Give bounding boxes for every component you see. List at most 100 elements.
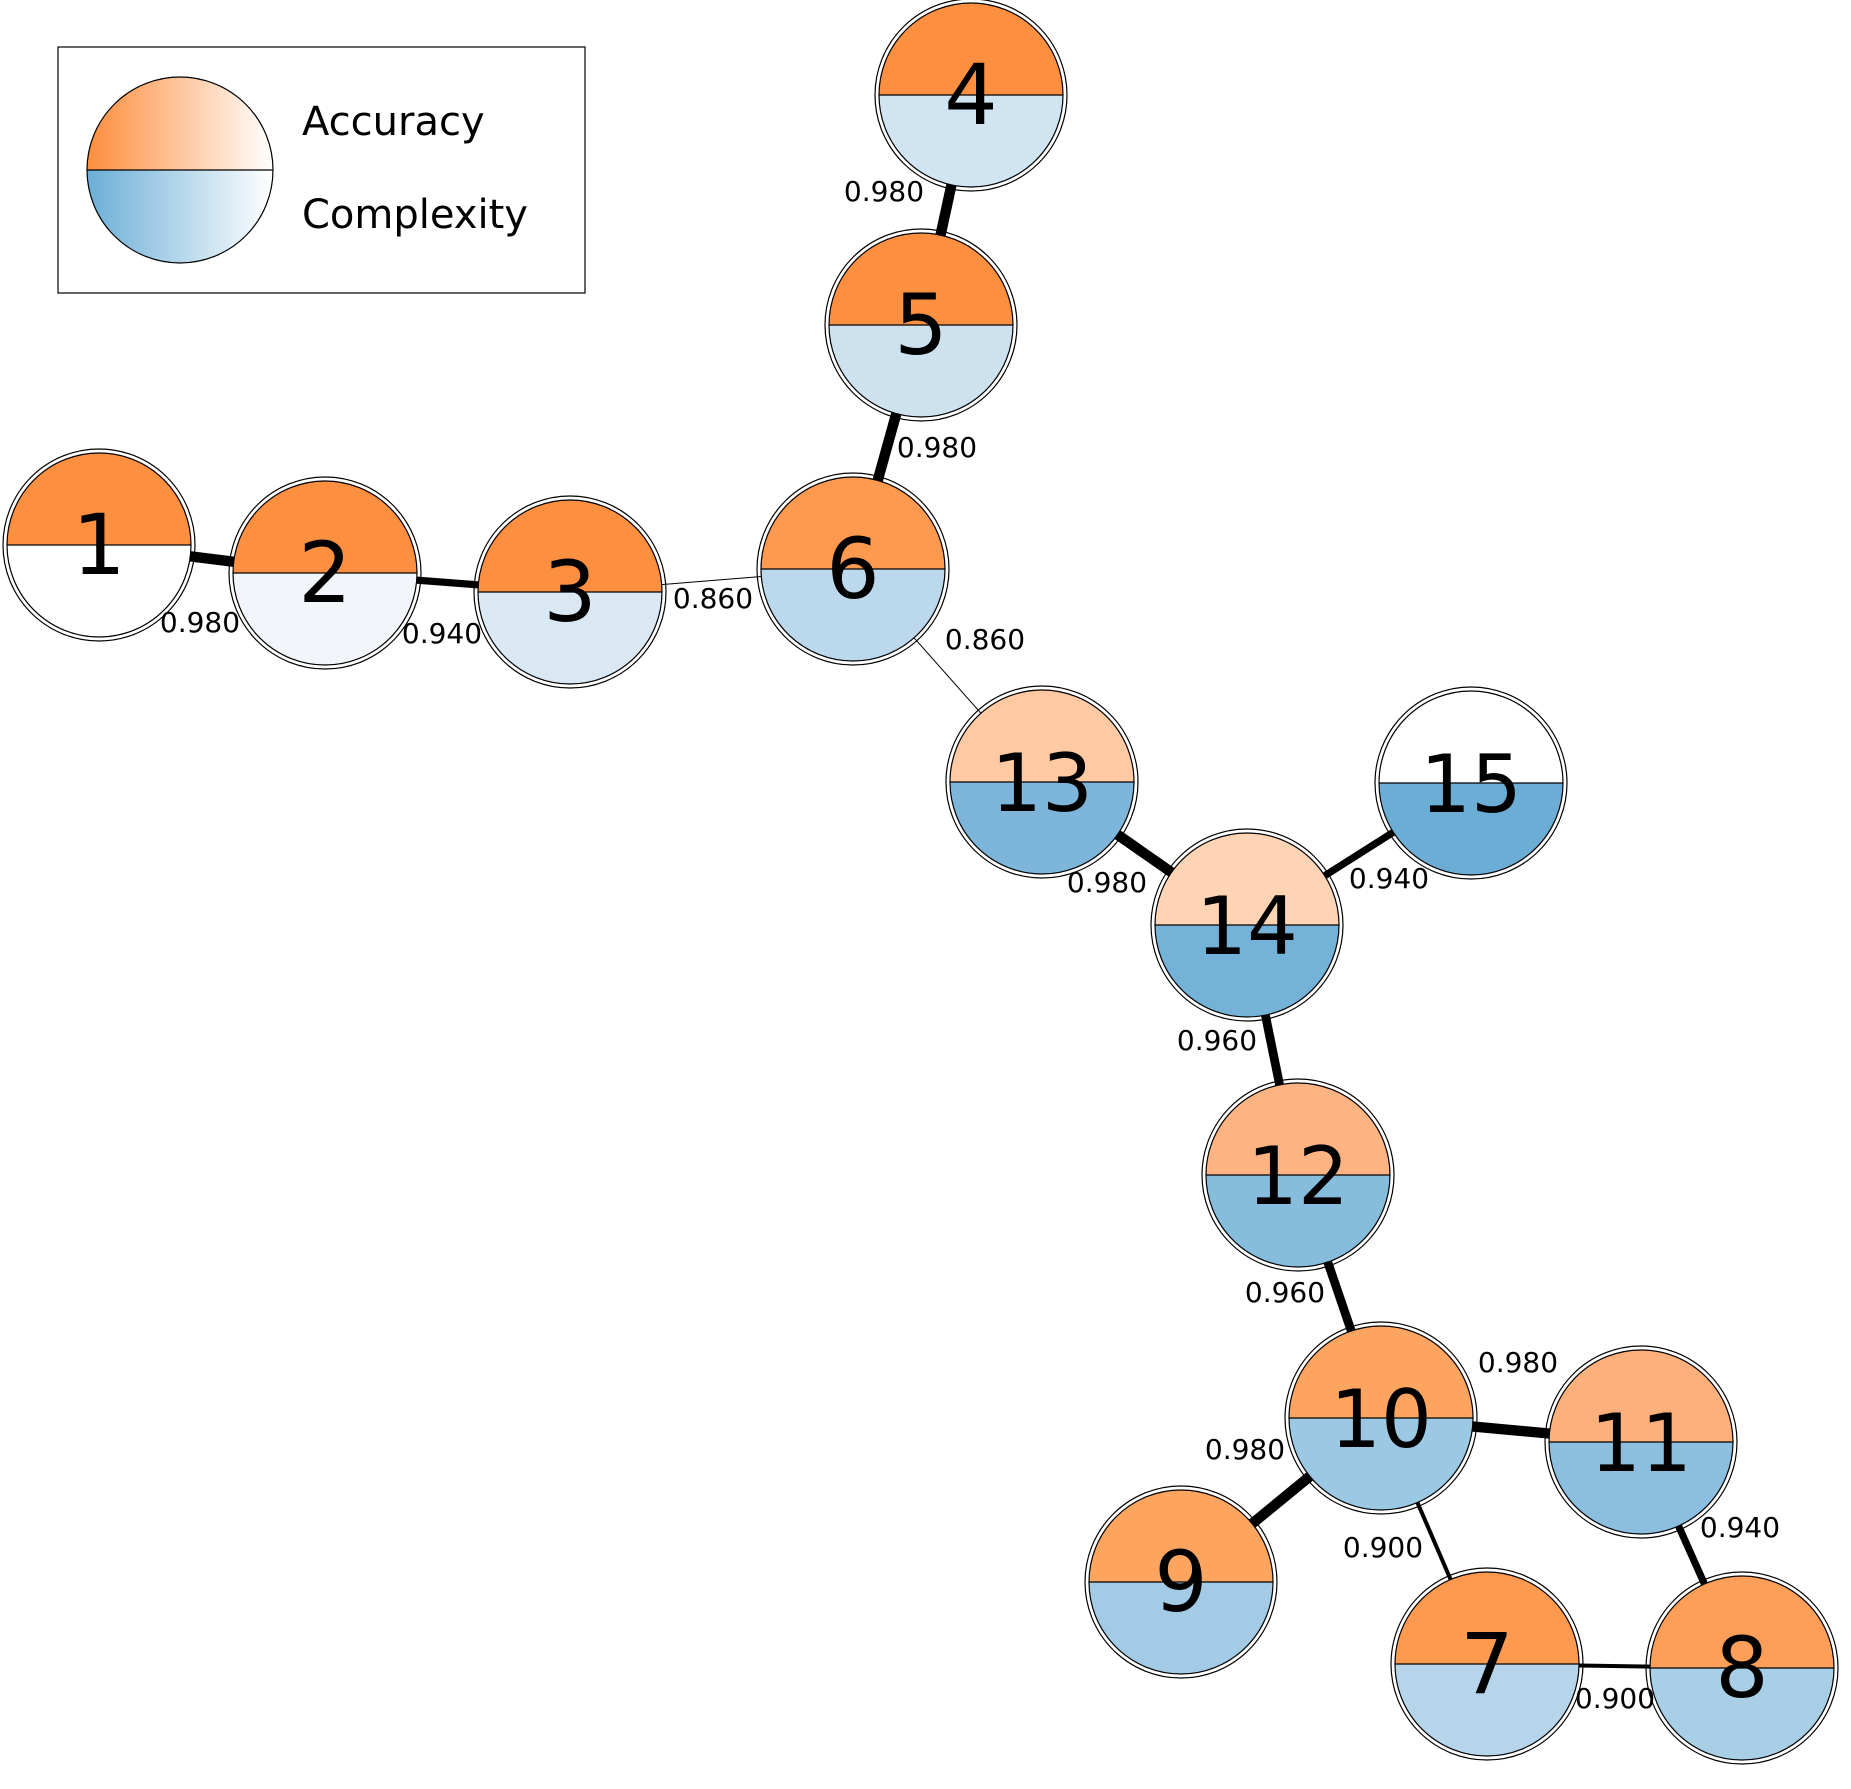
node-3-outer-ring [473,495,667,689]
node-9-inner-ring [1088,1489,1274,1675]
node-12: 12 [1201,1078,1395,1272]
node-4-accuracy-half [879,3,1063,95]
edge-label-3-6: 0.860 [673,582,753,615]
node-4-label: 4 [944,46,997,144]
node-3-inner-ring [477,499,663,685]
node-8: 8 [1645,1571,1839,1765]
edge-label-14-12: 0.960 [1177,1024,1257,1057]
node-13-complexity-half [950,782,1134,874]
node-14-complexity-half [1155,925,1339,1017]
edge-label-12-10: 0.960 [1245,1276,1325,1309]
node-7-label: 7 [1460,1615,1513,1713]
node-15-inner-ring [1378,690,1564,876]
node-10-inner-ring [1288,1325,1474,1511]
node-15-label: 15 [1420,738,1522,831]
node-9-accuracy-half [1089,1490,1273,1582]
node-2-accuracy-half [233,481,417,573]
node-9-label: 9 [1154,1533,1207,1631]
node-3: 3 [473,495,667,689]
node-11: 11 [1544,1345,1738,1539]
node-15: 15 [1374,686,1568,880]
edge-label-10-7: 0.900 [1343,1531,1423,1564]
node-6: 6 [756,472,950,666]
node-1: 1 [2,448,196,642]
node-13-outer-ring [945,685,1139,879]
node-9: 9 [1084,1485,1278,1679]
node-5-complexity-half [829,325,1013,417]
node-8-accuracy-half [1650,1576,1834,1668]
node-7-complexity-half [1395,1664,1579,1756]
node-10-label: 10 [1330,1373,1432,1466]
node-6-complexity-half [761,569,945,661]
node-12-accuracy-half [1206,1083,1390,1175]
node-13-inner-ring [949,689,1135,875]
node-4-inner-ring [878,2,1064,188]
node-8-inner-ring [1649,1575,1835,1761]
node-8-outer-ring [1645,1571,1839,1765]
node-11-accuracy-half [1549,1350,1733,1442]
node-4-complexity-half [879,95,1063,187]
legend-accuracy-label: Accuracy [302,99,485,145]
node-14: 14 [1150,828,1344,1022]
node-7-outer-ring [1390,1567,1584,1761]
node-11-label: 11 [1590,1397,1692,1490]
node-1-complexity-half [7,545,191,637]
node-2-inner-ring [232,480,418,666]
edge-label-7-8: 0.900 [1575,1682,1655,1715]
node-2-label: 2 [298,524,351,622]
legend: Accuracy Complexity [57,46,586,294]
legend-circle-outline [86,76,274,264]
edge-labels-layer: 0.980 0.940 0.860 0.980 0.980 0.860 0.980 0.940… [160,175,1780,1715]
node-3-complexity-half [478,592,662,684]
node-13-accuracy-half [950,690,1134,782]
edge-label-13-14: 0.980 [1067,866,1147,899]
node-6-inner-ring [760,476,946,662]
node-15-complexity-half [1379,783,1563,875]
node-4: 4 [874,0,1068,192]
node-10-complexity-half [1289,1418,1473,1510]
node-11-complexity-half [1549,1442,1733,1534]
node-14-label: 14 [1196,880,1298,973]
edge-label-5-6: 0.980 [897,431,977,464]
node-11-outer-ring [1544,1345,1738,1539]
node-5-label: 5 [894,276,947,374]
node-1-inner-ring [6,452,192,638]
edge-label-6-13: 0.860 [945,623,1025,656]
edge-label-4-5: 0.980 [844,175,924,208]
edge-label-14-15: 0.940 [1349,862,1429,895]
node-2-outer-ring [228,476,422,670]
node-4-outer-ring [874,0,1068,192]
node-15-outer-ring [1374,686,1568,880]
node-7: 7 [1390,1567,1584,1761]
node-14-inner-ring [1154,832,1340,1018]
node-10-accuracy-half [1289,1326,1473,1418]
node-12-label: 12 [1247,1130,1349,1223]
node-6-accuracy-half [761,477,945,569]
legend-complexity-swatch [87,170,273,263]
node-3-accuracy-half [478,500,662,592]
node-6-label: 6 [826,520,879,618]
node-15-accuracy-half [1379,691,1563,783]
node-11-inner-ring [1548,1349,1734,1535]
node-9-outer-ring [1084,1485,1278,1679]
edge-label-10-9: 0.980 [1205,1433,1285,1466]
node-5-inner-ring [828,232,1014,418]
node-13-label: 13 [991,737,1093,830]
node-7-inner-ring [1394,1571,1580,1757]
node-13: 13 [945,685,1139,879]
node-10-outer-ring [1284,1321,1478,1515]
legend-accuracy-swatch [87,77,273,170]
node-5-accuracy-half [829,233,1013,325]
edge-label-11-8: 0.940 [1700,1511,1780,1544]
node-6-outer-ring [756,472,950,666]
node-1-accuracy-half [7,453,191,545]
edge-label-10-11: 0.980 [1478,1346,1558,1379]
edge-label-1-2: 0.980 [160,606,240,639]
node-12-outer-ring [1201,1078,1395,1272]
node-8-label: 8 [1715,1619,1768,1717]
node-1-outer-ring [2,448,196,642]
node-1-label: 1 [72,496,125,594]
node-2-complexity-half [233,573,417,665]
